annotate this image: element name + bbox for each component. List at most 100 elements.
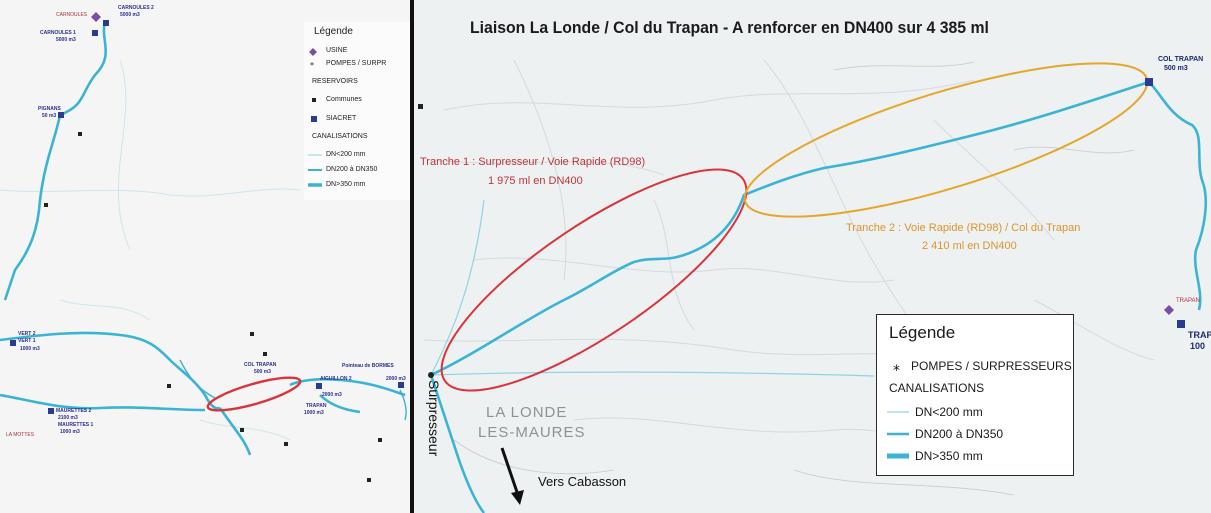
label-trapan: TRAPAN (1176, 298, 1200, 304)
detail-legend-pumps: POMPES / SURPRESSEURS (911, 359, 1072, 373)
thin-pipe (199, 419, 291, 441)
panel-divider (410, 0, 414, 513)
map-road (443, 79, 975, 111)
overview-map: CARNOULES 2 5000 m3 CARNOULES CARNOULES … (0, 0, 410, 513)
siacret-symbol (311, 116, 317, 122)
label-carnoules2: CARNOULES 2 (118, 5, 154, 11)
label-bormes-volume: 2000 m3 (386, 376, 406, 382)
detail-legend-title: Légende (889, 323, 956, 342)
main-pipe-north (3, 21, 108, 301)
reservoir-marker (316, 383, 322, 389)
label-vers-cabasson: Vers Cabasson (538, 474, 627, 489)
tranche1-ellipse (440, 168, 748, 392)
label-carnoules1-volume: 5000 m3 (56, 37, 76, 43)
label-vert2: VERT 2 (18, 331, 36, 337)
label-lamottes: LA MOTTES (6, 432, 35, 438)
reservoir-marker (92, 30, 98, 36)
label-col-trapan: COL TRAPAN (1158, 56, 1204, 63)
label-pignans-volume: 50 m3 (42, 113, 57, 119)
map-road (473, 257, 895, 283)
label-aiguillon: AIGUILLON 2 (320, 376, 352, 382)
thin-pipe-detail (430, 371, 875, 377)
thin-pipe (117, 59, 131, 251)
label-surpresseur: Surpresseur (426, 380, 442, 457)
pipe-mid (179, 359, 216, 399)
map-road (1033, 299, 1155, 361)
overview-highlight-ellipse (206, 376, 302, 412)
map-road (513, 59, 567, 281)
commune-marker (284, 442, 288, 446)
overview-legend-siacret: SIACRET (326, 115, 357, 122)
overview-legend-reservoirs: RESERVOIRS (312, 78, 358, 85)
trapan-station-marker (1164, 305, 1174, 315)
col-trapan-reservoir (1145, 78, 1153, 86)
detail-legend-dn-small: DN<200 mm (915, 405, 983, 419)
reservoir-marker (398, 382, 404, 388)
overview-legend: Légende * USINE POMPES / SURPR RESERVOIR… (304, 22, 410, 200)
pump-symbol: * (310, 61, 314, 70)
label-maurettes1: MAURETTES 1 (58, 422, 94, 428)
pipe-branch (218, 407, 252, 456)
label-trapan-small-volume: 1000 m3 (304, 410, 324, 416)
label-trapan-side-volume: 100 (1190, 341, 1206, 351)
label-col-trapan-small: COL TRAPAN (244, 362, 277, 368)
detail-legend-dn-large: DN>350 mm (915, 449, 983, 463)
overview-legend-dn-large: DN>350 mm (326, 181, 366, 188)
detail-map: Surpresseur LA LONDE LES-MAURES Vers Cab… (414, 0, 1211, 513)
overview-legend-usine: USINE (326, 47, 348, 54)
label-carnoules2-volume: 5000 m3 (120, 12, 140, 18)
commune-marker (240, 428, 244, 432)
label-maurettes2: MAURETTES 2 (56, 408, 92, 414)
detail-legend-canalisations: CANALISATIONS (889, 381, 985, 395)
label-pignans: PIGNANS (38, 106, 61, 112)
label-trapan-side: TRAP (1188, 330, 1211, 340)
map-contour (833, 61, 975, 71)
commune-marker (263, 352, 267, 356)
commune-marker (250, 332, 254, 336)
map-road (653, 199, 695, 331)
label-carnoules1: CARNOULES 1 (40, 30, 76, 36)
detail-legend: Légende * POMPES / SURPRESSEURS CANALISA… (876, 314, 1074, 476)
tranche1-label-line2: 1 975 ml en DN400 (488, 175, 583, 187)
surpresseur-marker (428, 372, 434, 378)
label-maurettes2-volume: 2100 m3 (58, 415, 78, 421)
overview-legend-dn-mid: DN200 à DN350 (326, 166, 378, 173)
tranche1-label-line1: Tranche 1 : Surpresseur / Voie Rapide (R… (420, 156, 646, 168)
label-trapan-small: TRAPAN (306, 403, 327, 409)
map-road (433, 159, 665, 176)
overview-legend-pompes: POMPES / SURPR (326, 60, 387, 67)
map-contour (453, 439, 615, 475)
pipe-east-branch (319, 394, 361, 414)
label-aiguillon-volume: 2000 m3 (322, 392, 342, 398)
commune-symbol (312, 98, 316, 102)
arrow-cabasson (500, 447, 520, 496)
map-contour (793, 469, 1015, 496)
south-pipe (429, 374, 486, 513)
tranche2-label-line2: 2 410 ml en DN400 (922, 240, 1017, 252)
commune-marker (367, 478, 371, 482)
reservoir-marker (103, 20, 109, 26)
commune-marker (44, 203, 48, 207)
commune-marker (167, 384, 171, 388)
usine-marker (91, 12, 101, 22)
map-road (933, 119, 1055, 241)
tranche2-label-line1: Tranche 2 : Voie Rapide (RD98) / Col du … (846, 222, 1081, 234)
detail-legend-dn-mid: DN200 à DN350 (915, 427, 1004, 441)
commune-marker (78, 132, 82, 136)
overview-legend-symbols: * (308, 48, 322, 187)
label-vert-volume: 1000 m3 (20, 346, 40, 352)
overview-legend-dn-small: DN<200 mm (326, 151, 366, 158)
thin-pipe (59, 299, 151, 321)
arrow-cabasson-head (511, 490, 524, 505)
pipe-mid (399, 389, 407, 421)
pump-star-symbol: * (893, 363, 900, 379)
label-carnoules-usine: CARNOULES (56, 12, 88, 18)
main-pipe-south (0, 393, 206, 412)
overview-legend-communes: Communes (326, 96, 362, 103)
reservoir-marker (58, 112, 64, 118)
detail-legend-symbols: * (887, 363, 909, 459)
reservoir-marker (48, 408, 54, 414)
label-col-trapan-small-volume: 500 m3 (254, 369, 271, 375)
label-maurettes1-volume: 1000 m3 (60, 429, 80, 435)
